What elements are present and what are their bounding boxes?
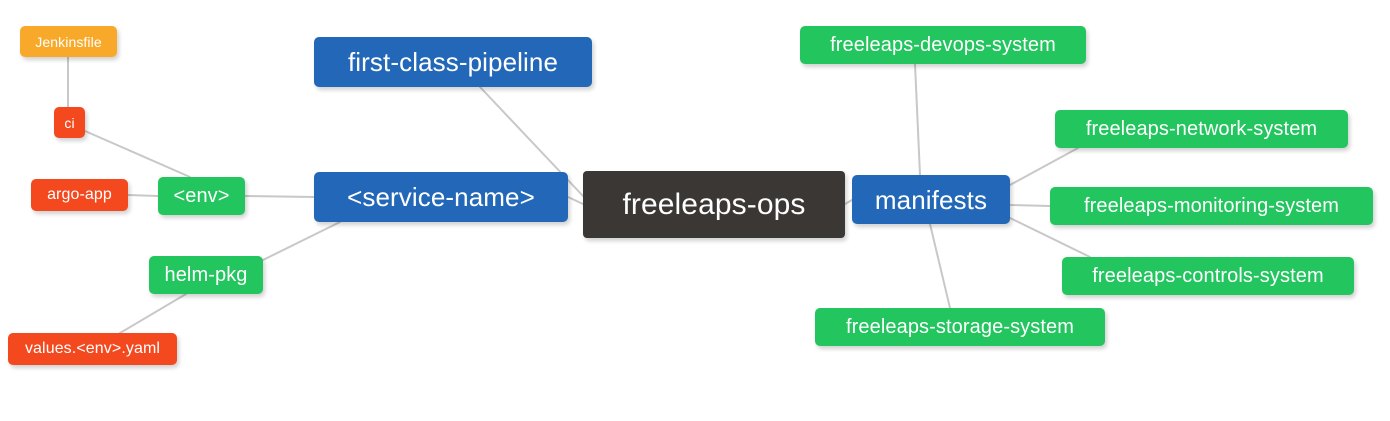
node-env[interactable]: <env> [158, 177, 245, 215]
node-label-freeleaps-controls-system: freeleaps-controls-system [1092, 265, 1324, 287]
node-label-jenkinsfile: Jenkinsfile [35, 33, 102, 50]
node-freeleaps-devops-system[interactable]: freeleaps-devops-system [800, 26, 1086, 64]
node-label-ci: ci [64, 114, 75, 131]
node-label-values-yaml: values.<env>.yaml [24, 340, 161, 357]
edge-freeleaps-ops-to-manifests [844, 199, 853, 205]
node-label-env: <env> [173, 185, 230, 207]
node-ci[interactable]: ci [54, 107, 85, 138]
edge-manifests-to-freeleaps-network-system [1009, 147, 1079, 186]
node-first-class-pipeline[interactable]: first-class-pipeline [314, 37, 592, 87]
node-manifests[interactable]: manifests [852, 175, 1010, 224]
node-label-first-class-pipeline: first-class-pipeline [347, 47, 559, 77]
node-freeleaps-ops[interactable]: freeleaps-ops [583, 171, 845, 238]
edge-env-to-argo-app [127, 194, 159, 197]
node-label-argo-app: argo-app [47, 186, 112, 203]
node-label-freeleaps-monitoring-system: freeleaps-monitoring-system [1083, 195, 1339, 217]
edge-manifests-to-freeleaps-monitoring-system [1009, 204, 1051, 207]
edge-service-name-to-env [244, 195, 315, 198]
edge-manifests-to-freeleaps-storage-system [929, 223, 951, 309]
node-freeleaps-storage-system[interactable]: freeleaps-storage-system [815, 308, 1105, 346]
edge-env-to-ci [84, 130, 191, 178]
node-label-freeleaps-network-system: freeleaps-network-system [1085, 118, 1318, 140]
node-label-manifests: manifests [874, 184, 988, 215]
node-freeleaps-network-system[interactable]: freeleaps-network-system [1055, 110, 1348, 148]
node-argo-app[interactable]: argo-app [31, 179, 128, 211]
node-helm-pkg[interactable]: helm-pkg [149, 256, 263, 294]
node-freeleaps-monitoring-system[interactable]: freeleaps-monitoring-system [1050, 187, 1373, 225]
edge-manifests-to-freeleaps-devops-system [914, 63, 921, 176]
edge-helm-pkg-to-values-yaml [119, 293, 187, 334]
node-service-name[interactable]: <service-name> [314, 172, 568, 222]
node-freeleaps-controls-system[interactable]: freeleaps-controls-system [1062, 257, 1354, 295]
node-label-freeleaps-storage-system: freeleaps-storage-system [845, 316, 1075, 338]
node-label-freeleaps-ops: freeleaps-ops [622, 187, 806, 221]
node-label-service-name: <service-name> [347, 182, 535, 212]
node-jenkinsfile[interactable]: Jenkinsfile [20, 26, 117, 57]
edge-service-name-to-helm-pkg [262, 221, 341, 261]
node-label-helm-pkg: helm-pkg [164, 264, 248, 286]
edge-freeleaps-ops-to-service-name [567, 196, 584, 205]
node-values-yaml[interactable]: values.<env>.yaml [8, 333, 177, 365]
node-label-freeleaps-devops-system: freeleaps-devops-system [830, 34, 1056, 56]
